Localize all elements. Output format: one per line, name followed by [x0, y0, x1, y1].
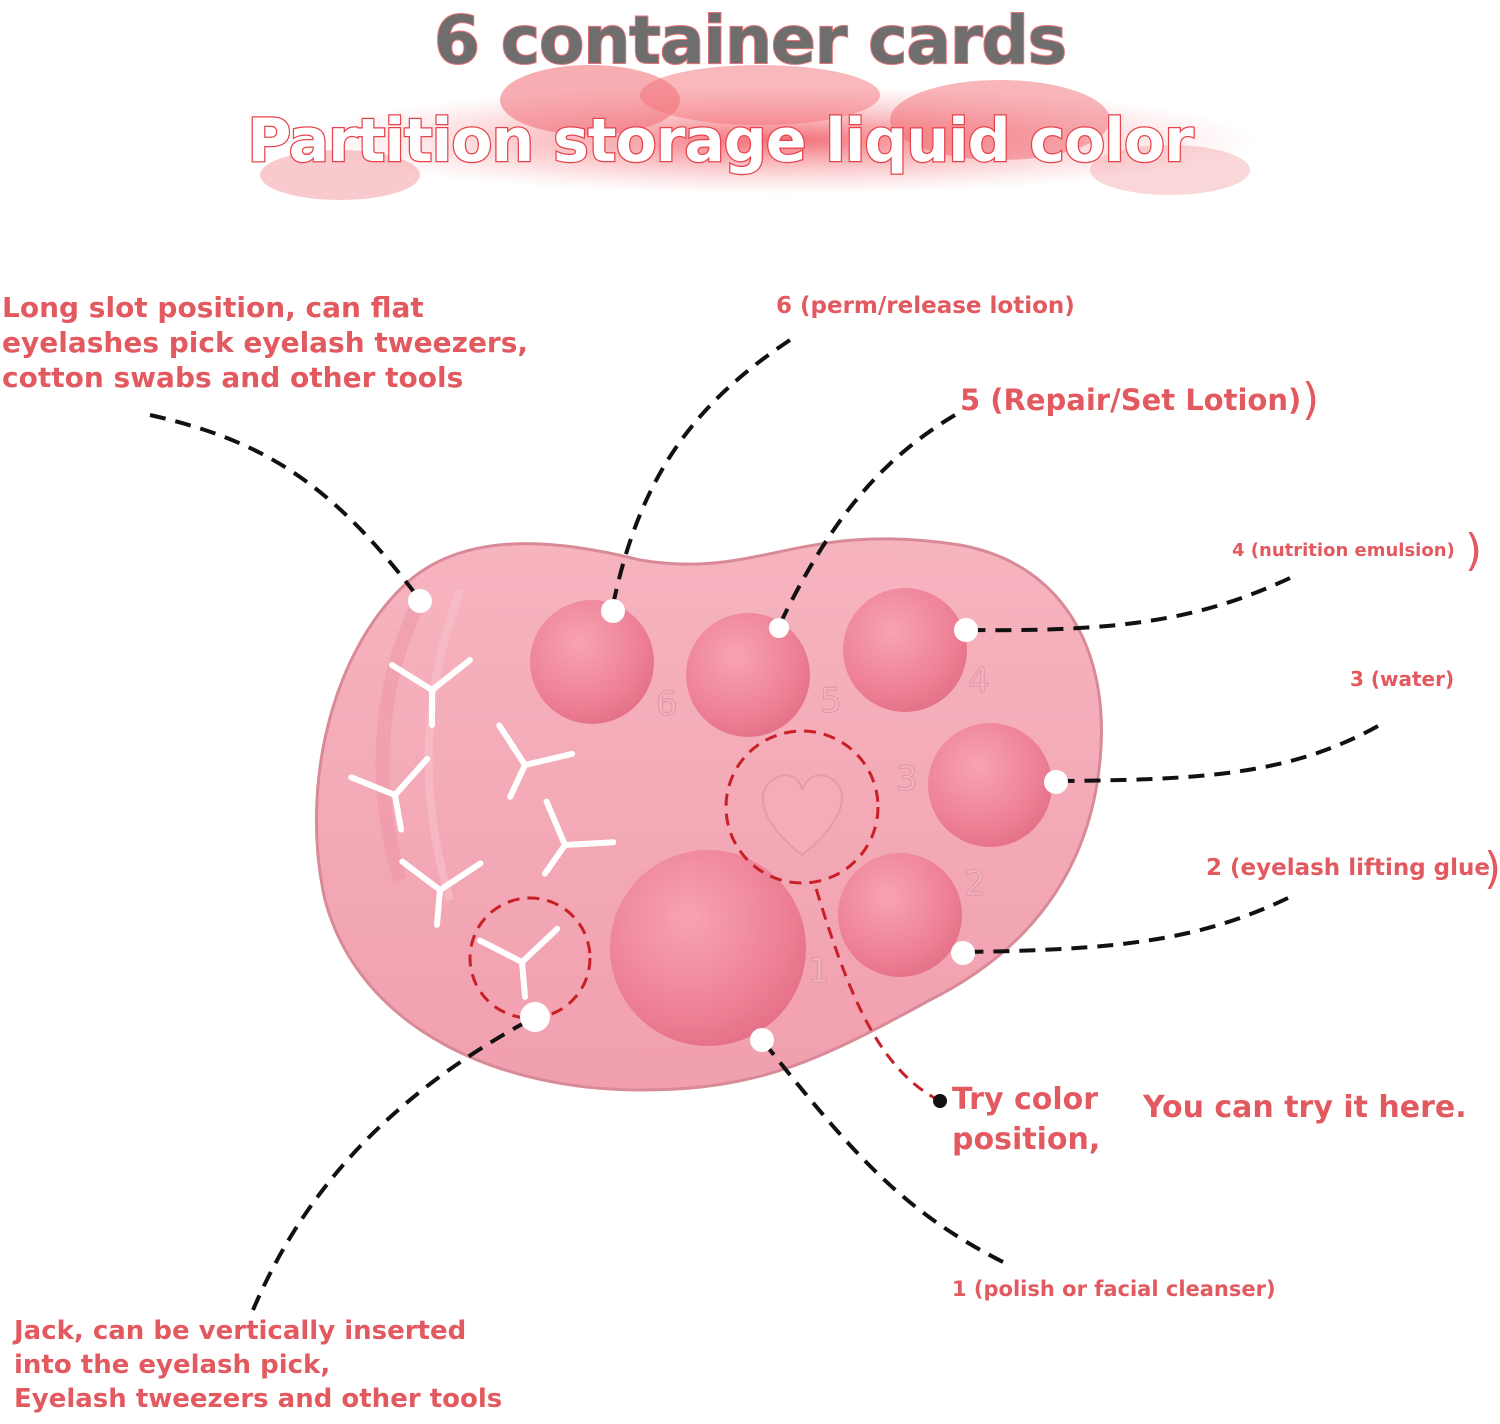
label-slot1: 1 (polish or facial cleanser) — [952, 1277, 1276, 1301]
highlight-circles — [468, 729, 880, 1020]
leader-slot4 — [964, 576, 1291, 633]
jack-holder-6 — [476, 925, 561, 1000]
jack-holder-5 — [399, 858, 484, 928]
try-color-circle — [724, 729, 880, 885]
well-1 — [610, 850, 806, 1046]
jack-holder-4 — [541, 798, 617, 877]
label-slot4: 4 (nutrition emulsion) — [1232, 540, 1455, 561]
well-5 — [686, 613, 810, 737]
label-slot4-paren: ) — [1465, 525, 1483, 576]
jack-holders — [348, 657, 617, 1000]
try-color-dot — [933, 1094, 947, 1108]
well-6 — [530, 600, 654, 724]
marker-dots — [408, 589, 1068, 1052]
well-numbers: 6 5 4 3 2 1 — [656, 661, 991, 992]
label-slot5-paren: ) — [1302, 374, 1320, 425]
well-number-6: 6 — [656, 684, 678, 724]
wells — [530, 588, 1052, 1046]
leader-slot3 — [1055, 724, 1379, 783]
label-jack: Jack, can be vertically inserted into th… — [14, 1316, 503, 1414]
leader-long-slot — [149, 413, 422, 602]
label-slot5: 5 (Repair/Set Lotion) — [960, 383, 1302, 417]
page-subtitle: Partition storage liquid color — [246, 105, 1195, 178]
heart-emboss — [761, 774, 843, 857]
leader-try-color — [813, 884, 941, 1103]
label-long-slot: Long slot position, can flat eyelashes p… — [2, 291, 529, 394]
leader-slot6 — [610, 338, 792, 611]
jack-holder-2 — [496, 722, 576, 800]
jack-circle — [468, 896, 592, 1020]
header-splash — [260, 65, 1260, 200]
label-slot2-paren: ) — [1484, 843, 1500, 894]
label-slot6: 6 (perm/release lotion) — [776, 293, 1075, 319]
well-number-3: 3 — [896, 759, 918, 799]
well-number-4: 4 — [968, 661, 990, 701]
label-try-color: Try color position, — [952, 1082, 1101, 1157]
leader-slot5 — [776, 413, 957, 629]
well-number-5: 5 — [820, 681, 842, 721]
leader-jack — [251, 1015, 536, 1311]
label-try-here: You can try it here. — [1143, 1090, 1467, 1125]
leader-slot2 — [962, 896, 1289, 954]
well-3 — [928, 723, 1052, 847]
well-4 — [843, 588, 967, 712]
well-number-1: 1 — [808, 951, 830, 991]
page-title: 6 container cards — [433, 1, 1068, 80]
well-2 — [838, 853, 962, 977]
well-number-2: 2 — [964, 864, 986, 904]
label-slot3: 3 (water) — [1350, 667, 1455, 691]
jack-holder-3 — [348, 755, 431, 833]
label-slot2: 2 (eyelash lifting glue — [1206, 855, 1491, 881]
leader-lines — [149, 338, 1379, 1311]
jack-holder-1 — [389, 657, 473, 728]
